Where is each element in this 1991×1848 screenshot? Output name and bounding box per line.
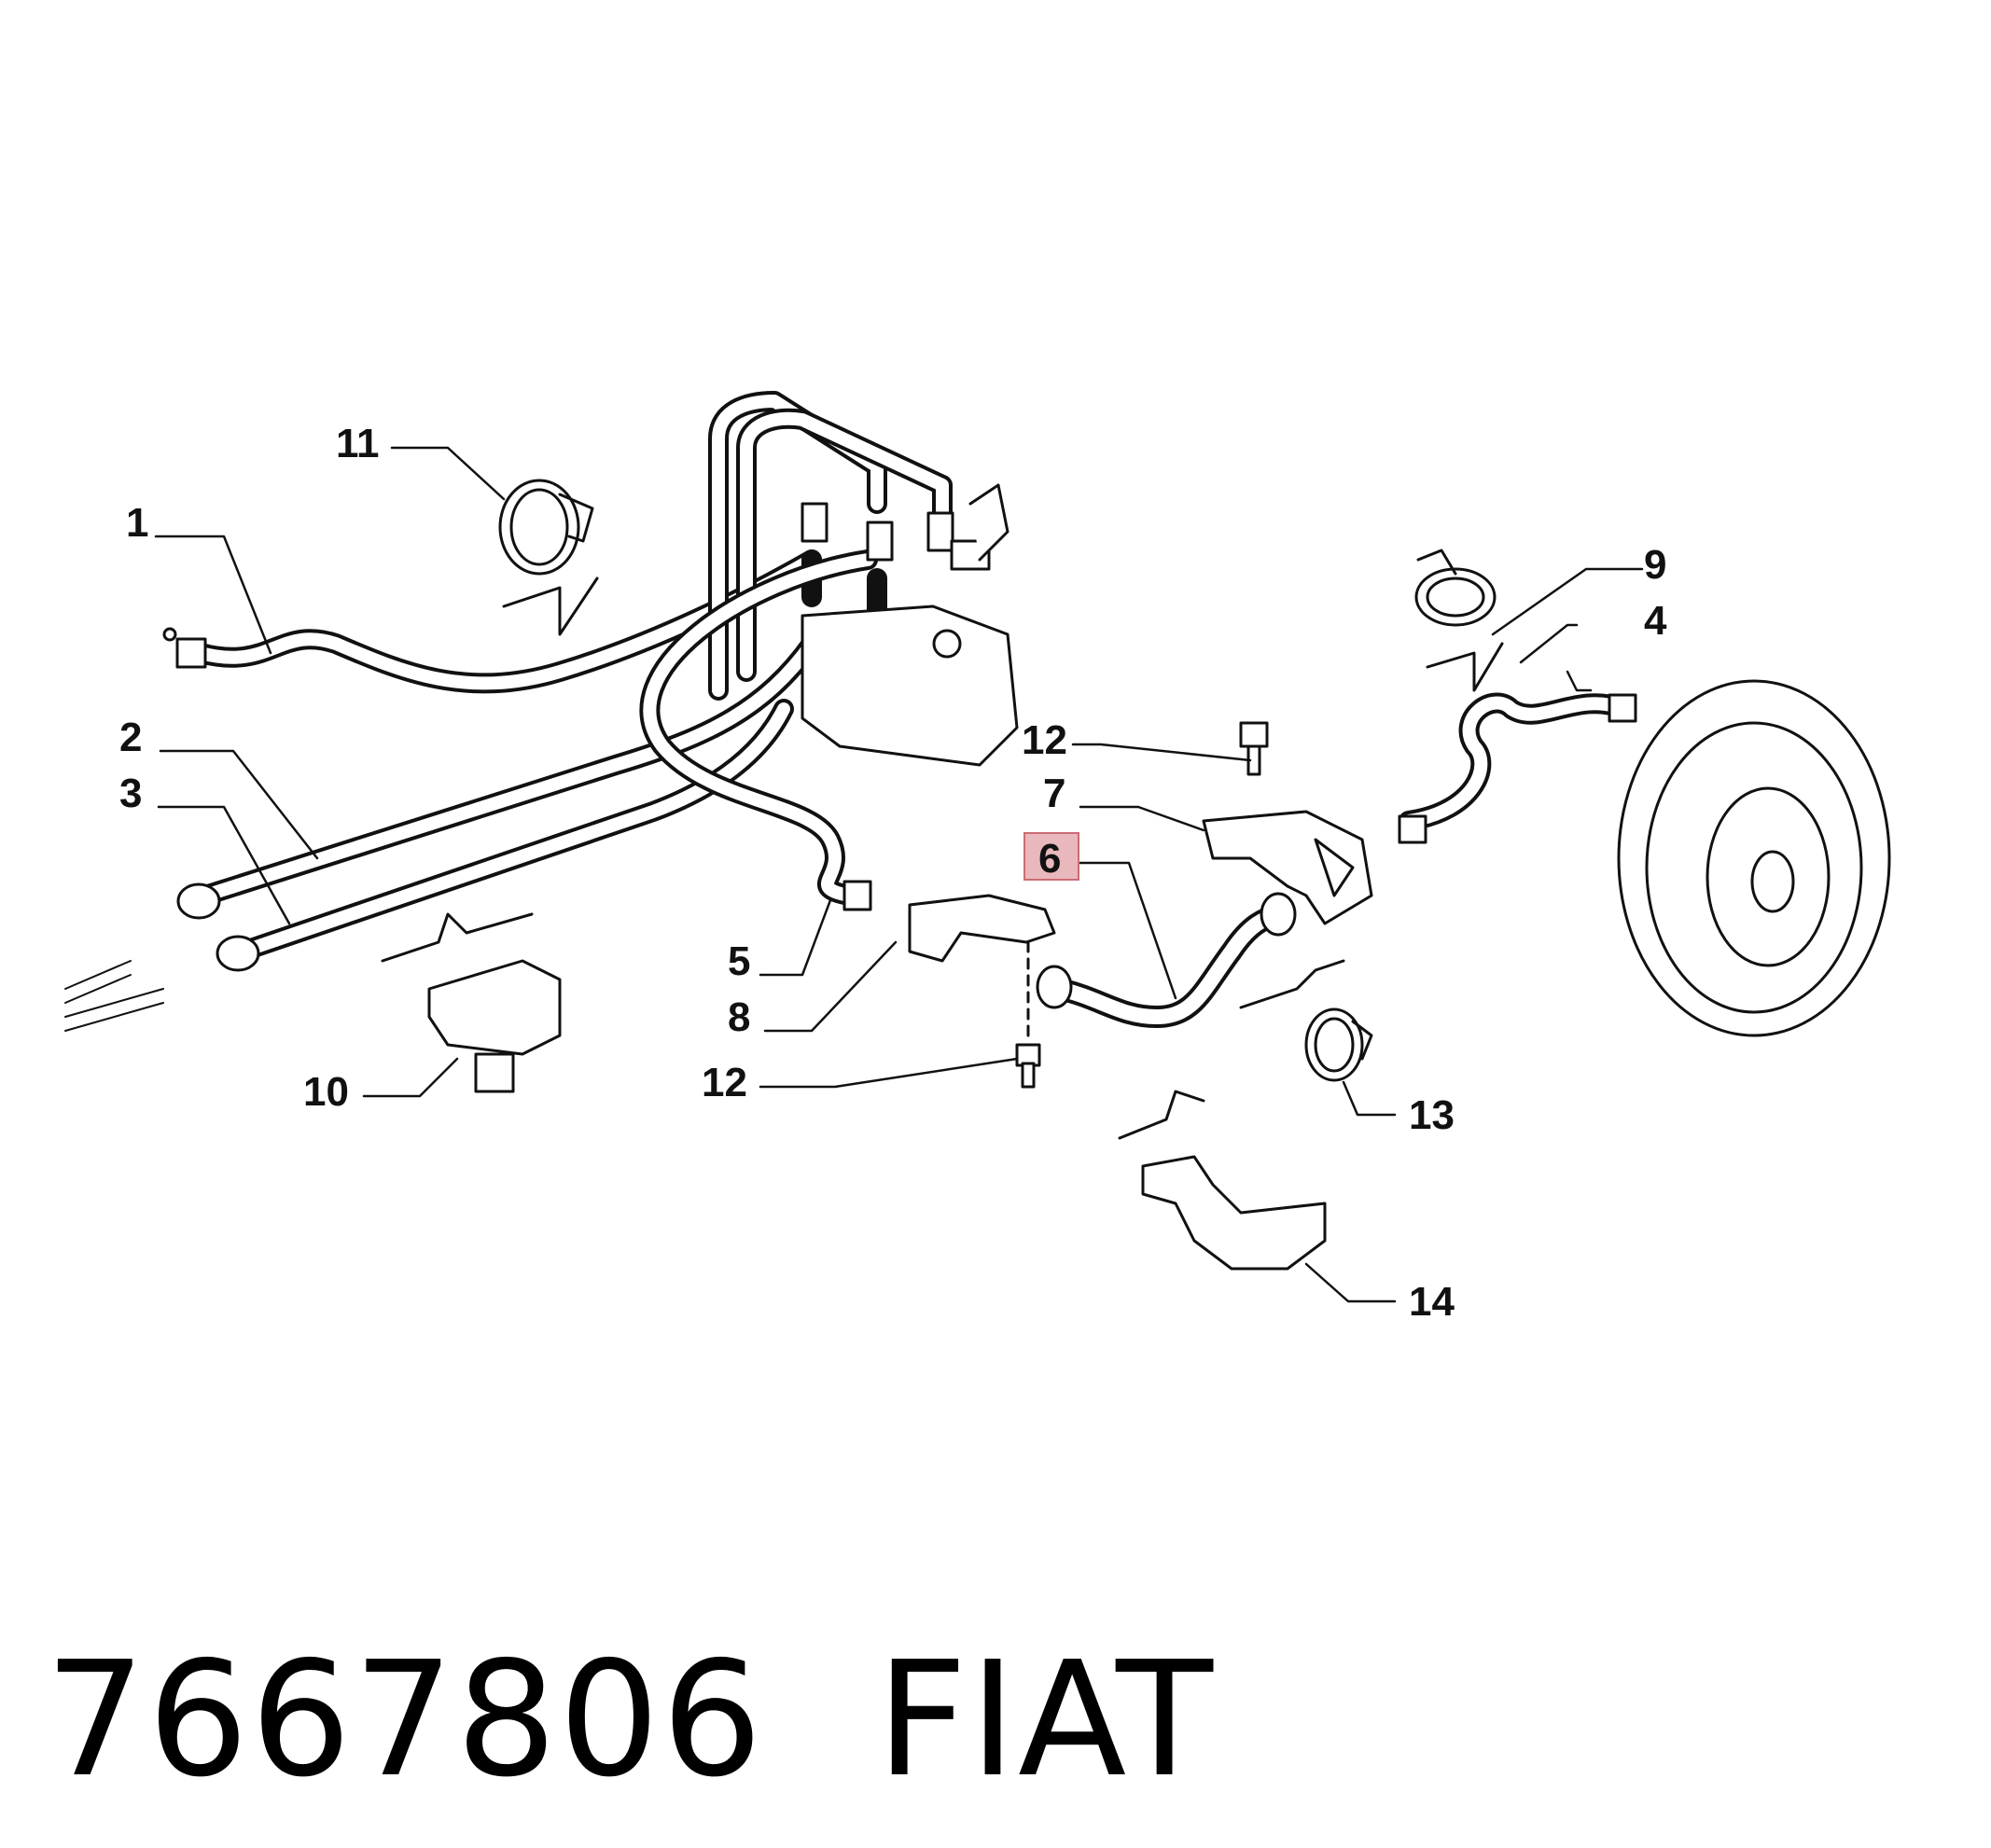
heat-shield-14 bbox=[1141, 1155, 1327, 1271]
part-footer: 7667806 FIAT bbox=[45, 1628, 1215, 1813]
leader-lines bbox=[154, 446, 1644, 1303]
callout-3: 3 bbox=[119, 771, 142, 816]
left-threaded-rods bbox=[64, 960, 164, 1032]
callout-4: 4 bbox=[1644, 598, 1667, 644]
callout-7: 7 bbox=[1043, 771, 1065, 816]
brake-pipe-5 bbox=[639, 549, 878, 911]
brake-drum bbox=[1617, 679, 1891, 1037]
bracket-8 bbox=[908, 894, 1056, 963]
callout-11: 11 bbox=[336, 421, 380, 466]
callout-6-highlight bbox=[1023, 832, 1079, 881]
callout-2: 2 bbox=[119, 715, 142, 760]
section-break-marks bbox=[381, 577, 1504, 1140]
pipe-clip-9 bbox=[1414, 549, 1497, 627]
upper-routed-pipes bbox=[708, 391, 953, 701]
callout-labels: 1 2 3 4 5 6 7 8 9 10 11 12 12 13 14 bbox=[119, 421, 1667, 1325]
callout-6: 6 bbox=[1038, 836, 1061, 882]
pressure-regulator-valve bbox=[801, 483, 1019, 767]
pipe-clip-11 bbox=[498, 479, 594, 576]
brake-pipe-3 bbox=[216, 699, 794, 972]
bolt-12-upper bbox=[1239, 721, 1269, 776]
part-number: 7667806 bbox=[45, 1628, 765, 1813]
bracket-7 bbox=[1202, 810, 1373, 925]
callout-1: 1 bbox=[126, 500, 148, 546]
callout-14: 14 bbox=[1409, 1279, 1455, 1325]
callout-8: 8 bbox=[728, 994, 750, 1040]
brake-pipe-2 bbox=[176, 633, 822, 920]
callout-13: 13 bbox=[1409, 1092, 1455, 1138]
callout-5: 5 bbox=[728, 938, 750, 984]
callout-12-lower: 12 bbox=[702, 1060, 747, 1105]
bolt-12-lower bbox=[1015, 1043, 1041, 1089]
pipe-clip-13 bbox=[1304, 1007, 1373, 1082]
brake-pipe-6 bbox=[1036, 892, 1297, 1028]
brake-pipe-4 bbox=[1398, 692, 1637, 844]
callout-9: 9 bbox=[1644, 542, 1666, 588]
connector-10 bbox=[427, 959, 562, 1093]
brand-name: FIAT bbox=[876, 1628, 1215, 1813]
callout-12-upper: 12 bbox=[1022, 717, 1067, 763]
callout-10: 10 bbox=[303, 1069, 349, 1115]
